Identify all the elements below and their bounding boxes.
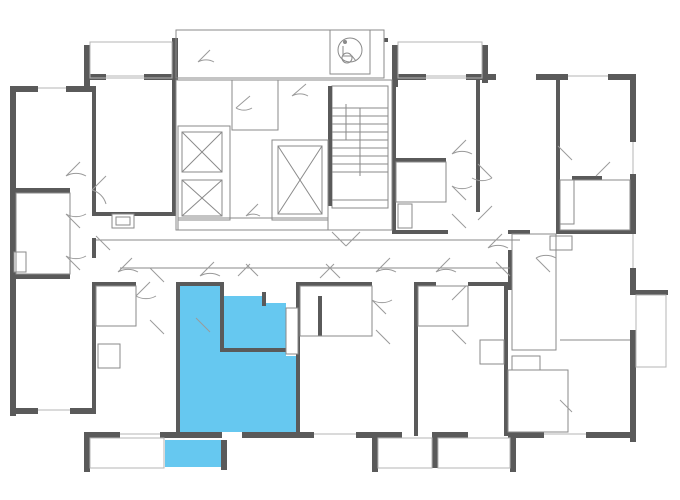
door-swing-icon — [65, 49, 611, 413]
interior-walls — [10, 76, 636, 436]
elevator-icon — [181, 131, 323, 217]
building-core — [175, 29, 393, 231]
wheelchair-icon — [337, 37, 363, 64]
highlighted-balcony-area[interactable] — [165, 440, 221, 467]
windows-and-balconies — [38, 41, 667, 469]
outer-walls — [10, 38, 668, 472]
highlighted-apartment[interactable] — [165, 282, 298, 467]
room-outlines — [15, 161, 631, 433]
stair-icon — [331, 85, 389, 209]
highlighted-apartment-area[interactable] — [180, 282, 298, 432]
